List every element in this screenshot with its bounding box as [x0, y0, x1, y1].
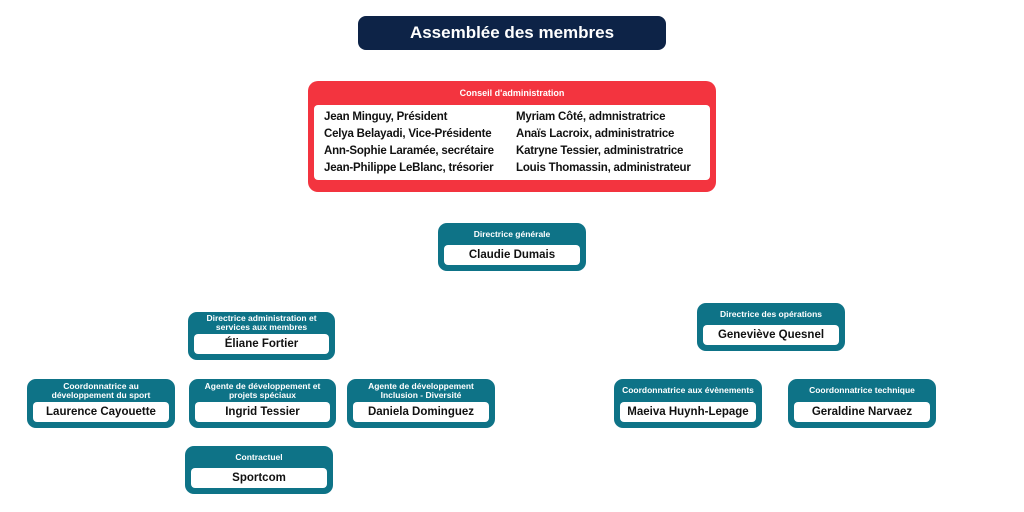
- person-name: Éliane Fortier: [194, 334, 329, 354]
- board-of-directors: Conseil d'administration Jean Minguy, Pr…: [308, 81, 716, 192]
- board-member: Myriam Côté, admnistratrice: [516, 111, 666, 123]
- node-agente-inclusion: Agente de développement Inclusion - Dive…: [347, 379, 495, 428]
- node-coordonnatrice-technique: Coordonnatrice technique Geraldine Narva…: [788, 379, 936, 428]
- role-label: Directrice des opérations: [719, 308, 823, 319]
- node-directrice-operations: Directrice des opérations Geneviève Ques…: [697, 303, 845, 351]
- board-member: Jean Minguy, Président: [324, 111, 448, 123]
- person-name: Maeiva Huynh-Lepage: [620, 402, 756, 422]
- board-member: Katryne Tessier, administratrice: [516, 145, 684, 157]
- assembly-title: Assemblée des membres: [358, 16, 666, 50]
- role-label: Coordonnatrice au développement du sport: [51, 380, 151, 400]
- node-directrice-administration: Directrice administration et services au…: [188, 312, 335, 360]
- person-name: Laurence Cayouette: [33, 402, 169, 422]
- person-name: Sportcom: [191, 468, 327, 488]
- node-contractuel: Contractuel Sportcom: [185, 446, 333, 494]
- person-name: Daniela Dominguez: [353, 402, 489, 422]
- board-member: Celya Belayadi, Vice-Présidente: [324, 128, 492, 140]
- role-label: Agente de développement et projets spéci…: [204, 380, 321, 400]
- node-coordonnatrice-sport: Coordonnatrice au développement du sport…: [27, 379, 175, 428]
- node-coordonnatrice-evenements: Coordonnatrice aux évènements Maeiva Huy…: [614, 379, 762, 428]
- role-label: Directrice administration et services au…: [206, 313, 317, 332]
- role-label: Coordonnatrice technique: [809, 385, 915, 395]
- person-name: Geneviève Quesnel: [703, 325, 839, 345]
- node-directrice-generale: Directrice générale Claudie Dumais: [438, 223, 586, 271]
- role-label: Contractuel: [235, 451, 283, 462]
- board-member: Ann-Sophie Laramée, secrétaire: [324, 145, 494, 157]
- person-name: Ingrid Tessier: [195, 402, 330, 422]
- node-agente-projets: Agente de développement et projets spéci…: [189, 379, 336, 428]
- person-name: Geraldine Narvaez: [794, 402, 930, 422]
- board-member: Louis Thomassin, administrateur: [516, 162, 691, 174]
- role-label: Coordonnatrice aux évènements: [622, 385, 754, 395]
- role-label: Agente de développement Inclusion - Dive…: [368, 380, 474, 400]
- board-heading: Conseil d'administration: [459, 88, 565, 98]
- board-member: Jean-Philippe LeBlanc, trésorier: [324, 162, 494, 174]
- role-label: Directrice générale: [473, 228, 551, 239]
- board-member: Anaïs Lacroix, administratrice: [516, 128, 675, 140]
- person-name: Claudie Dumais: [444, 245, 580, 265]
